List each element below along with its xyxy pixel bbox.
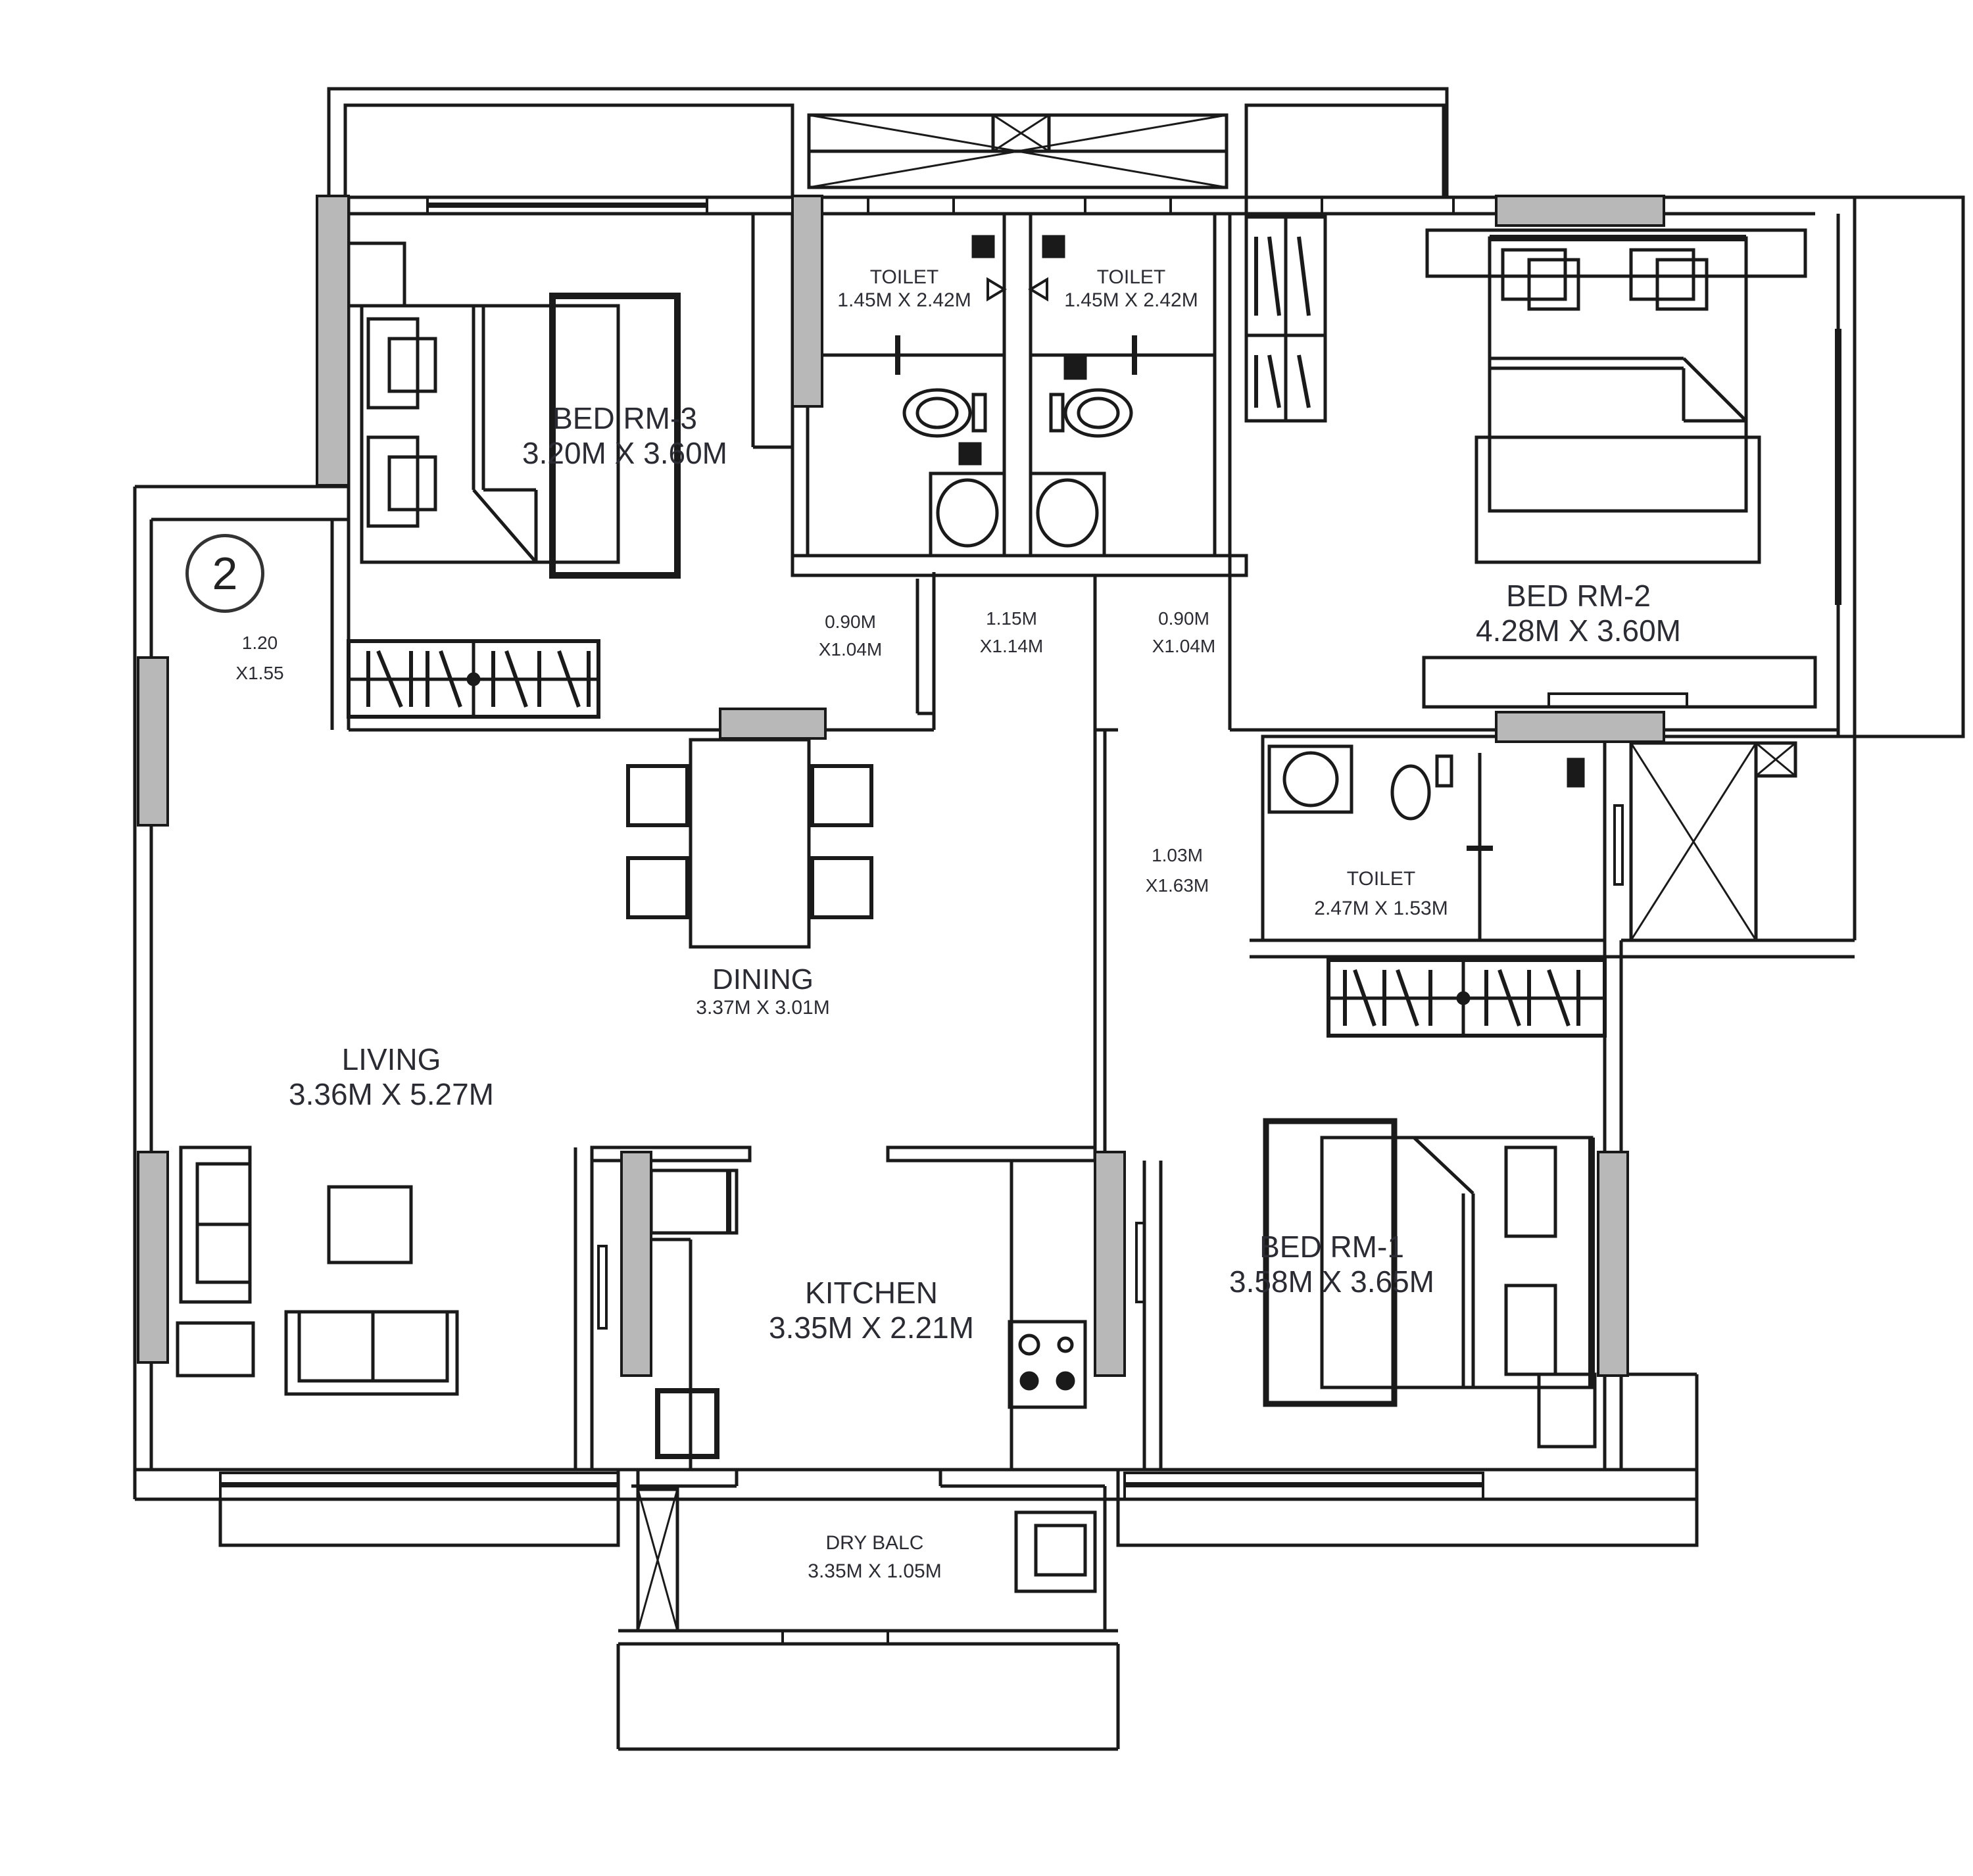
- bed-rm-1-wardrobe: [1327, 958, 1607, 1038]
- area-label-passage-mid: 1.15M X1.14M: [979, 608, 1044, 657]
- bed-rm-1-bed: [1263, 1118, 1597, 1449]
- room-label-dining: DINING 3.37M X 3.01M: [696, 963, 830, 1019]
- area-label-foyer: 1.20 X1.55: [235, 633, 284, 684]
- unit-number-marker: 2: [185, 534, 264, 613]
- bed-rm-3-wardrobe: [347, 639, 600, 719]
- area-label-passage-lower: 1.03M X1.63M: [1145, 845, 1209, 896]
- room-label-dry-balc: DRY BALC 3.35M X 1.05M: [808, 1532, 942, 1582]
- room-label-living: LIVING 3.36M X 5.27M: [289, 1042, 494, 1111]
- toilets-top: [791, 196, 1248, 577]
- dry-balcony: [616, 1468, 1120, 1751]
- room-label-toilet-right: TOILET 1.45M X 2.42M: [1064, 266, 1198, 311]
- exterior-walls: [133, 195, 1965, 1547]
- room-label-bed-rm-1: BED RM-1 3.58M X 3.65M: [1229, 1230, 1434, 1299]
- columns: [137, 195, 1665, 1377]
- room-label-toilet-left: TOILET 1.45M X 2.42M: [837, 266, 971, 311]
- top-ledge: [327, 87, 1449, 199]
- area-label-passage-right: 0.90M X1.04M: [1152, 608, 1216, 657]
- toilet-lower: [1250, 734, 1855, 959]
- room-label-bed-rm-2: BED RM-2 4.28M X 3.60M: [1476, 579, 1681, 648]
- bed-rm-3-bed: [347, 241, 681, 579]
- bed-rm-2-bed: [1422, 228, 1817, 709]
- living-furniture: [176, 1145, 459, 1396]
- room-label-bed-rm-3: BED RM-3 3.20M X 3.60M: [522, 401, 727, 470]
- area-label-passage-left: 0.90M X1.04M: [818, 612, 883, 660]
- dining-table: [626, 738, 873, 949]
- room-label-toilet-lower: TOILET 2.47M X 1.53M: [1314, 868, 1448, 919]
- passage-walls: [932, 575, 1118, 1154]
- room-label-kitchen: KITCHEN 3.35M X 2.21M: [769, 1276, 974, 1345]
